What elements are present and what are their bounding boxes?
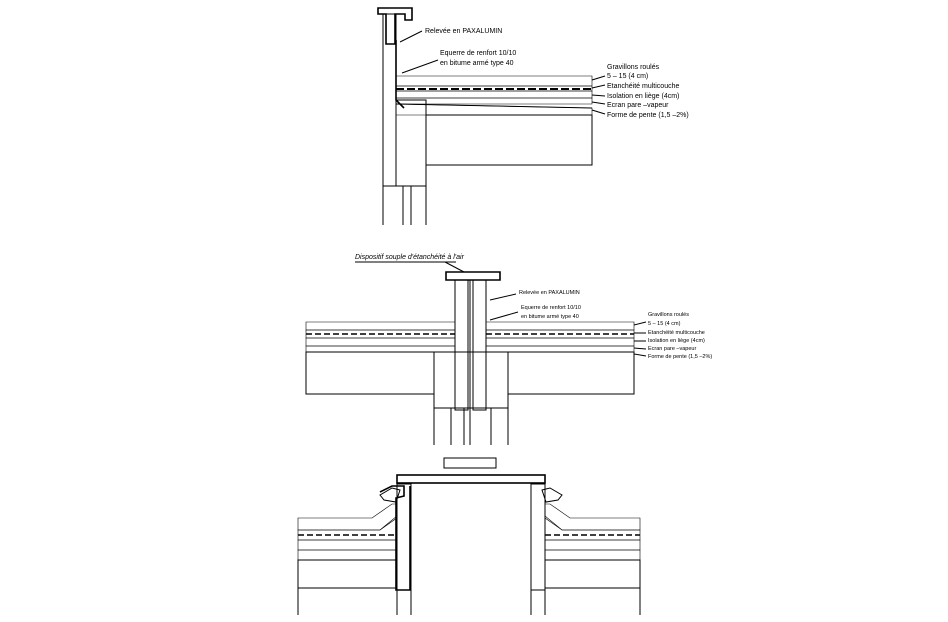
d2-label-relevee: Relevée en PAXALUMIN: [519, 290, 580, 296]
label-isolation: Isolation en liège (4cm): [607, 93, 679, 100]
slab: [425, 114, 593, 166]
upstand-cap: [445, 271, 501, 281]
label-ecran: Ecran pare –vapeur: [607, 102, 669, 109]
detail-1: Relevée en PAXALUMIN Equerre de renfort …: [377, 7, 689, 225]
label-gravillons-2: 5 – 15 (4 cm): [607, 73, 648, 80]
label-gravillons-1: Gravillons roulés: [607, 64, 660, 71]
d2-label-forme: Forme de pente (1,5 –2%): [648, 354, 712, 360]
d2-label-etancheite: Etanchéité multicouche: [648, 330, 705, 336]
label-equerre-1: Equerre de renfort 10/10: [440, 50, 516, 57]
detail-3: [297, 457, 641, 615]
detail-2: Dispositif souple d'étanchéité à l'air: [305, 254, 712, 445]
d2-label-equerre-2: en bitume armé type 40: [521, 314, 579, 320]
insulation-layer: [395, 90, 593, 99]
d2-label-gravillons-2: 5 – 15 (4 cm): [648, 321, 681, 327]
d2-label-gravillons-1: Gravillons roulés: [648, 312, 689, 318]
vapor-layer: [395, 97, 593, 105]
d2-label-isolation: Isolation en liège (4cm): [648, 338, 705, 344]
label-forme: Forme de pente (1,5 –2%): [607, 112, 689, 119]
beam: [395, 99, 427, 187]
gravel-layer: [395, 75, 593, 87]
label-relevee: Relevée en PAXALUMIN: [425, 28, 502, 35]
d2-label-equerre-1: Equerre de renfort 10/10: [521, 305, 581, 311]
detail-2-title: Dispositif souple d'étanchéité à l'air: [355, 254, 465, 261]
label-equerre-2: en bitume armé type 40: [440, 60, 514, 67]
d2-label-ecran: Ecran pare –vapeur: [648, 346, 696, 352]
label-etancheite: Etanchéité multicouche: [607, 83, 679, 90]
flashing: [395, 40, 405, 109]
parapet-wall: [382, 13, 397, 187]
